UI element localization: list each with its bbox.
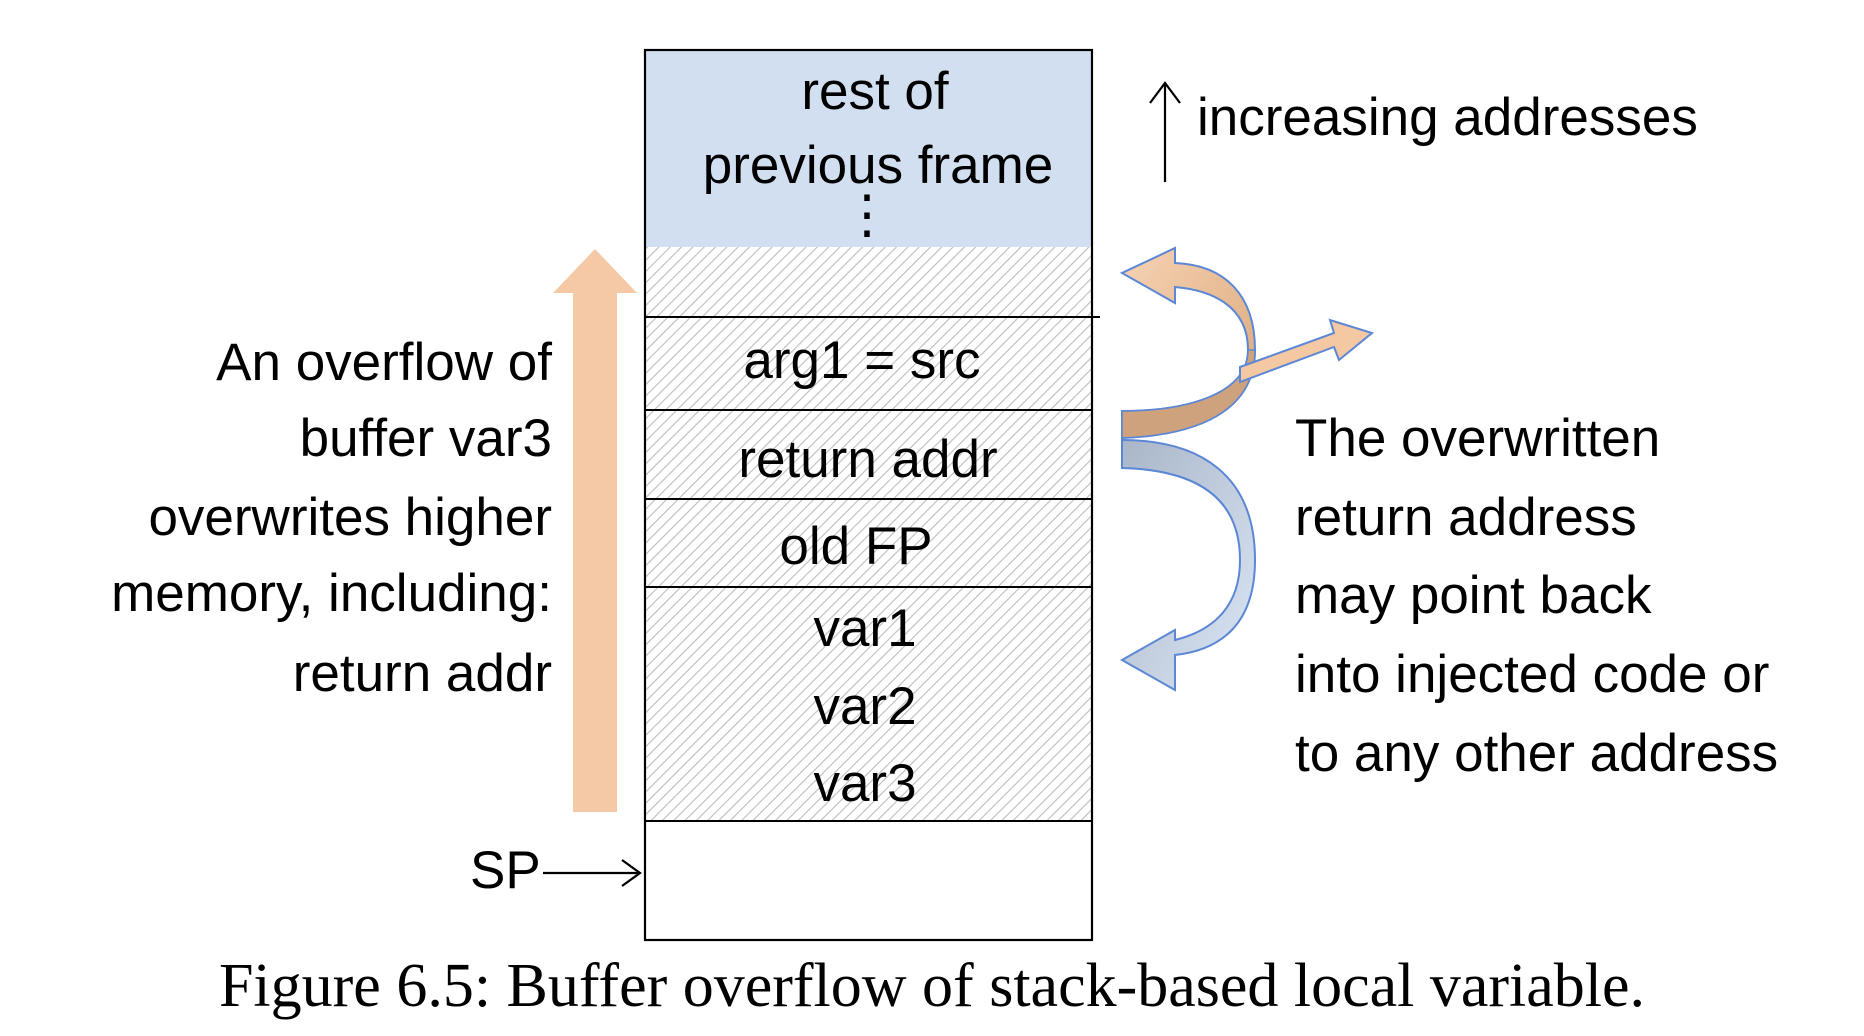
right-note-line3: may point back	[1295, 566, 1652, 625]
empty-slot	[645, 821, 1092, 940]
right-note-line4: into injected code or	[1295, 645, 1769, 704]
left-note-line1: An overflow of	[216, 333, 552, 392]
return-redirect-down-arrow-icon	[1119, 438, 1257, 692]
slot-var2: var2	[813, 677, 916, 736]
previous-frame-line2: previous frame	[703, 136, 1054, 195]
current-frame-hatched	[645, 247, 1092, 821]
left-note-line3: overwrites higher	[148, 488, 552, 547]
increasing-addresses-arrow-icon	[1149, 81, 1181, 182]
left-note-line5: return addr	[293, 644, 552, 703]
stack-border	[643, 48, 1094, 942]
previous-frame-line1: rest of	[801, 62, 949, 121]
left-note-line4: memory, including:	[111, 564, 552, 623]
figure-caption: Figure 6.5: Buffer overflow of stack-bas…	[219, 952, 1645, 1020]
slot-return-addr: return addr	[738, 430, 997, 489]
slot-var1: var1	[813, 599, 916, 658]
sp-label: SP	[470, 841, 541, 900]
increasing-addresses-label: increasing addresses	[1197, 88, 1698, 147]
slot-old-fp: old FP	[779, 517, 932, 576]
left-note-line2: buffer var3	[300, 409, 552, 468]
previous-frame-block	[645, 50, 1092, 247]
slot-arg1: arg1 = src	[743, 331, 980, 390]
right-note-line5: to any other address	[1295, 724, 1778, 783]
overflow-direction-arrow-icon	[553, 249, 637, 812]
return-redirect-up-arrow-icon	[1119, 246, 1257, 440]
previous-frame-ellipsis: ⋮	[841, 185, 894, 244]
right-note-line2: return address	[1295, 488, 1637, 547]
right-note-line1: The overwritten	[1295, 409, 1660, 468]
sp-arrow-icon	[543, 859, 642, 887]
return-redirect-out-arrow-icon	[1239, 318, 1375, 384]
slot-var3: var3	[813, 754, 916, 813]
